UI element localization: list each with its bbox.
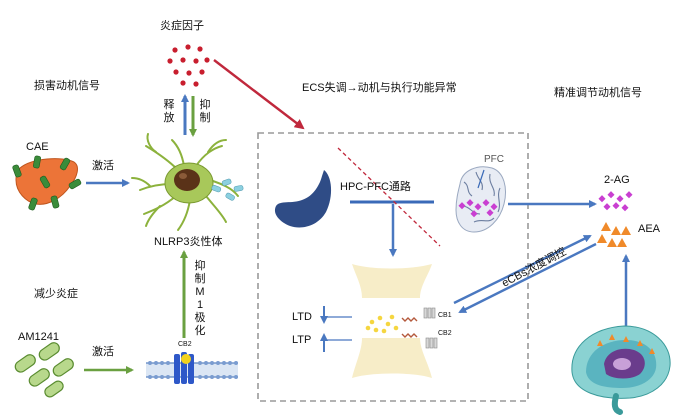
- cb2-receptor-label: CB2: [178, 341, 192, 348]
- ltp-label: LTP: [292, 334, 312, 346]
- nlrp3-label: NLRP3炎性体: [154, 236, 223, 248]
- ecs-title-label: ECS失调→动机与执行功能异常: [302, 82, 457, 94]
- fine-tune-label: 精准调节动机信号: [554, 87, 642, 99]
- hippocampus-icon: [274, 170, 332, 228]
- ltd-label: LTD: [292, 311, 312, 323]
- pfc-brain-icon: [455, 166, 506, 233]
- inhibit-m1-label: 抑制M1极化: [194, 260, 206, 337]
- activate-top-label: 激活: [92, 160, 114, 172]
- aea-molecules: [597, 222, 631, 247]
- red-dashed-line: [337, 147, 441, 247]
- release-label: 释放: [163, 99, 175, 124]
- synapse-icon: [352, 264, 438, 378]
- liver-icon: [12, 155, 82, 211]
- cb2-synapse-label: CB2: [438, 330, 452, 337]
- cae-label: CAE: [26, 141, 49, 153]
- microglia-cell: [131, 133, 244, 231]
- 2ag-molecules: [598, 191, 633, 212]
- hpc-pfc-label: HPC-PFC通路: [340, 181, 411, 193]
- 2ag-label: 2-AG: [604, 174, 630, 186]
- sagittal-brain-icon: [571, 325, 671, 415]
- pfc-label: PFC: [484, 154, 504, 165]
- am1241-label: AM1241: [18, 331, 59, 343]
- reduce-inflammation-label: 减少炎症: [34, 288, 78, 300]
- activate-bottom-label: 激活: [92, 346, 114, 358]
- am1241-pills-icon: [14, 342, 74, 398]
- red-arrow: [213, 59, 305, 130]
- inhibit-label: 抑制: [199, 99, 211, 124]
- cb2-receptor-icon: [174, 352, 194, 384]
- cb2-membrane: [146, 352, 238, 384]
- inflammatory-factor-label: 炎症因子: [160, 20, 204, 32]
- cb2-synapse-receptor-icon: [425, 337, 438, 349]
- inflammatory-factor-dots: [167, 44, 210, 87]
- ecbs-arrow-up: [453, 234, 592, 305]
- aea-label: AEA: [638, 223, 661, 235]
- cb1-receptor-icon: [423, 307, 436, 319]
- ecbs-arrow-down: [458, 242, 597, 314]
- damage-signal-label: 损害动机信号: [34, 80, 100, 92]
- cb1-label: CB1: [438, 312, 452, 319]
